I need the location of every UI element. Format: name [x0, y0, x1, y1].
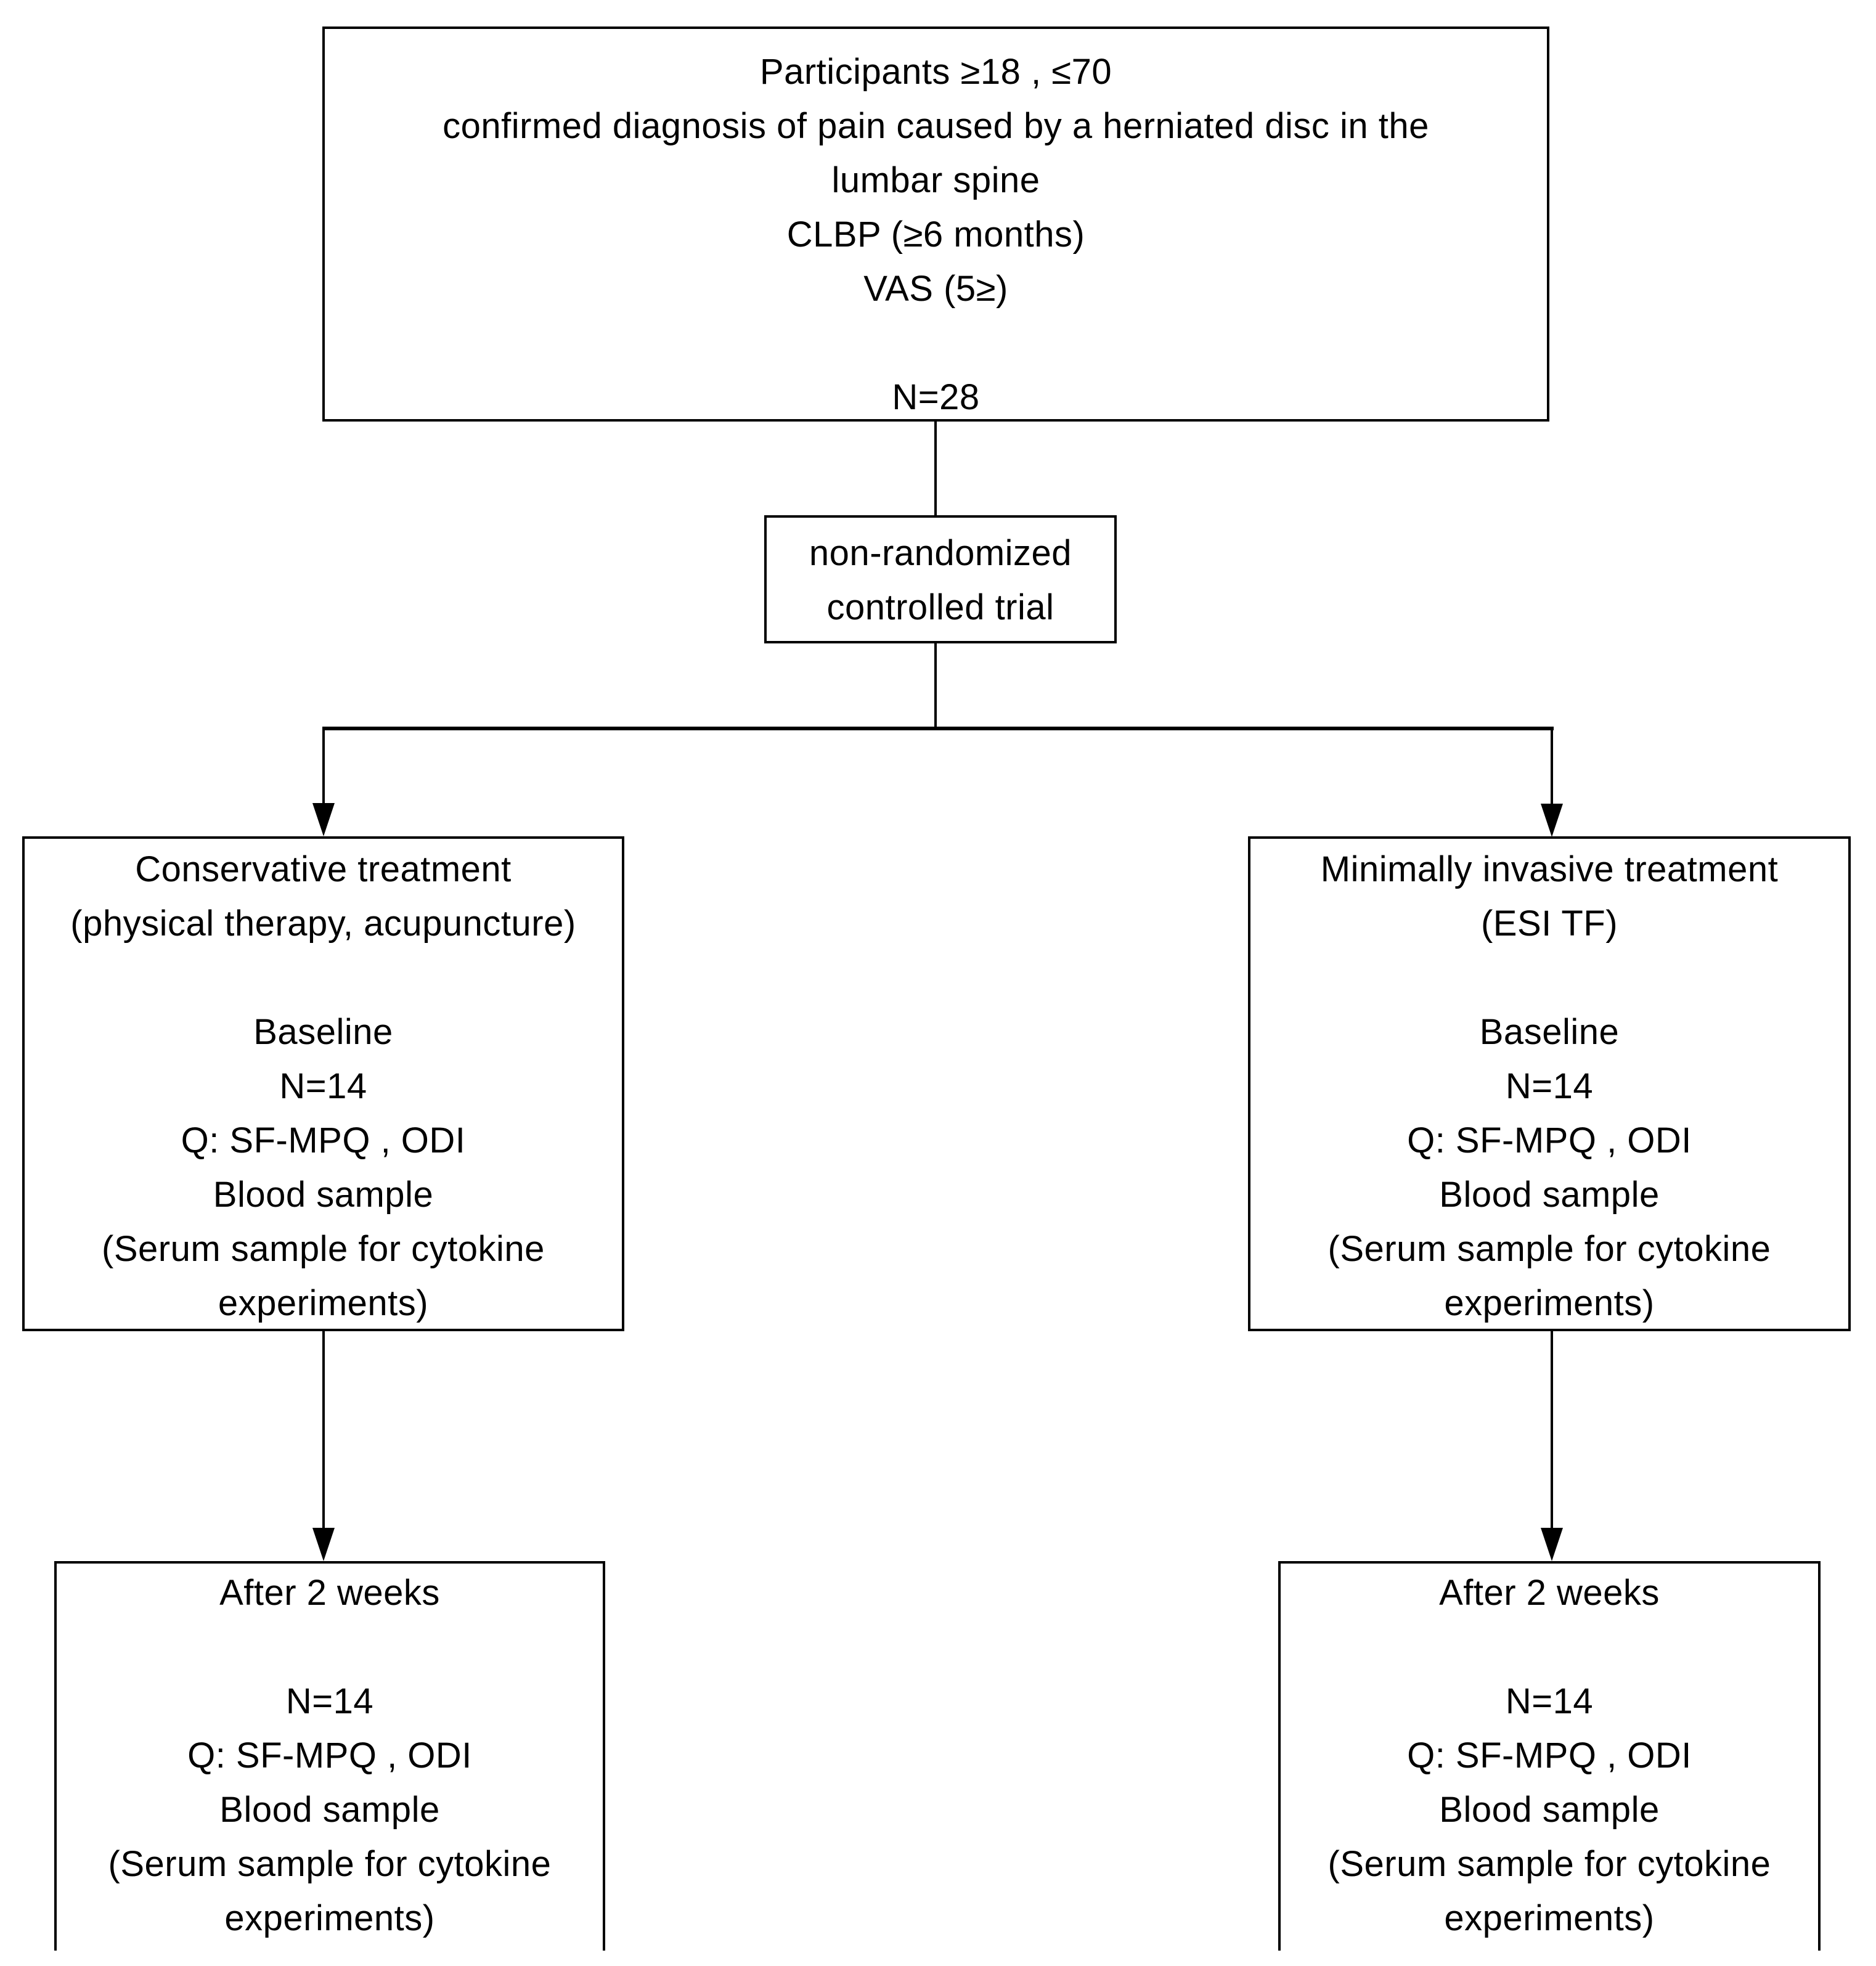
design-text: non-randomized controlled trial: [809, 533, 1072, 627]
connector-branch-to-conservative: [322, 727, 325, 808]
eligibility-text: Participants ≥18 , ≤70 confirmed diagnos…: [442, 52, 1429, 417]
connector-conservative-to-followup: [322, 1331, 325, 1535]
conservative-baseline-box: Conservative treatment (physical therapy…: [22, 836, 624, 1331]
connector-minimally-invasive-to-followup: [1551, 1331, 1553, 1535]
eligibility-box: Participants ≥18 , ≤70 confirmed diagnos…: [322, 27, 1549, 422]
branch-line: [322, 727, 1554, 730]
connector-design-to-branch: [934, 643, 937, 730]
conservative-followup-text: After 2 weeks N=14 Q: SF-MPQ , ODI Blood…: [108, 1573, 552, 1938]
minimally-invasive-followup-box: After 2 weeks N=14 Q: SF-MPQ , ODI Blood…: [1278, 1561, 1821, 1951]
connector-eligibility-to-design: [934, 422, 937, 515]
conservative-followup-box: After 2 weeks N=14 Q: SF-MPQ , ODI Blood…: [54, 1561, 605, 1951]
arrowhead-conservative: [312, 803, 335, 836]
arrowhead-conservative-followup: [312, 1528, 335, 1561]
connector-branch-to-minimally-invasive: [1551, 727, 1553, 808]
conservative-baseline-text: Conservative treatment (physical therapy…: [70, 849, 576, 1323]
arrowhead-minimally-invasive: [1541, 804, 1563, 837]
minimally-invasive-followup-text: After 2 weeks N=14 Q: SF-MPQ , ODI Blood…: [1327, 1573, 1771, 1938]
arrowhead-minimally-invasive-followup: [1541, 1528, 1563, 1561]
minimally-invasive-baseline-box: Minimally invasive treatment (ESI TF) Ba…: [1248, 836, 1851, 1331]
minimally-invasive-baseline-text: Minimally invasive treatment (ESI TF) Ba…: [1320, 849, 1779, 1323]
design-box: non-randomized controlled trial: [764, 515, 1117, 643]
